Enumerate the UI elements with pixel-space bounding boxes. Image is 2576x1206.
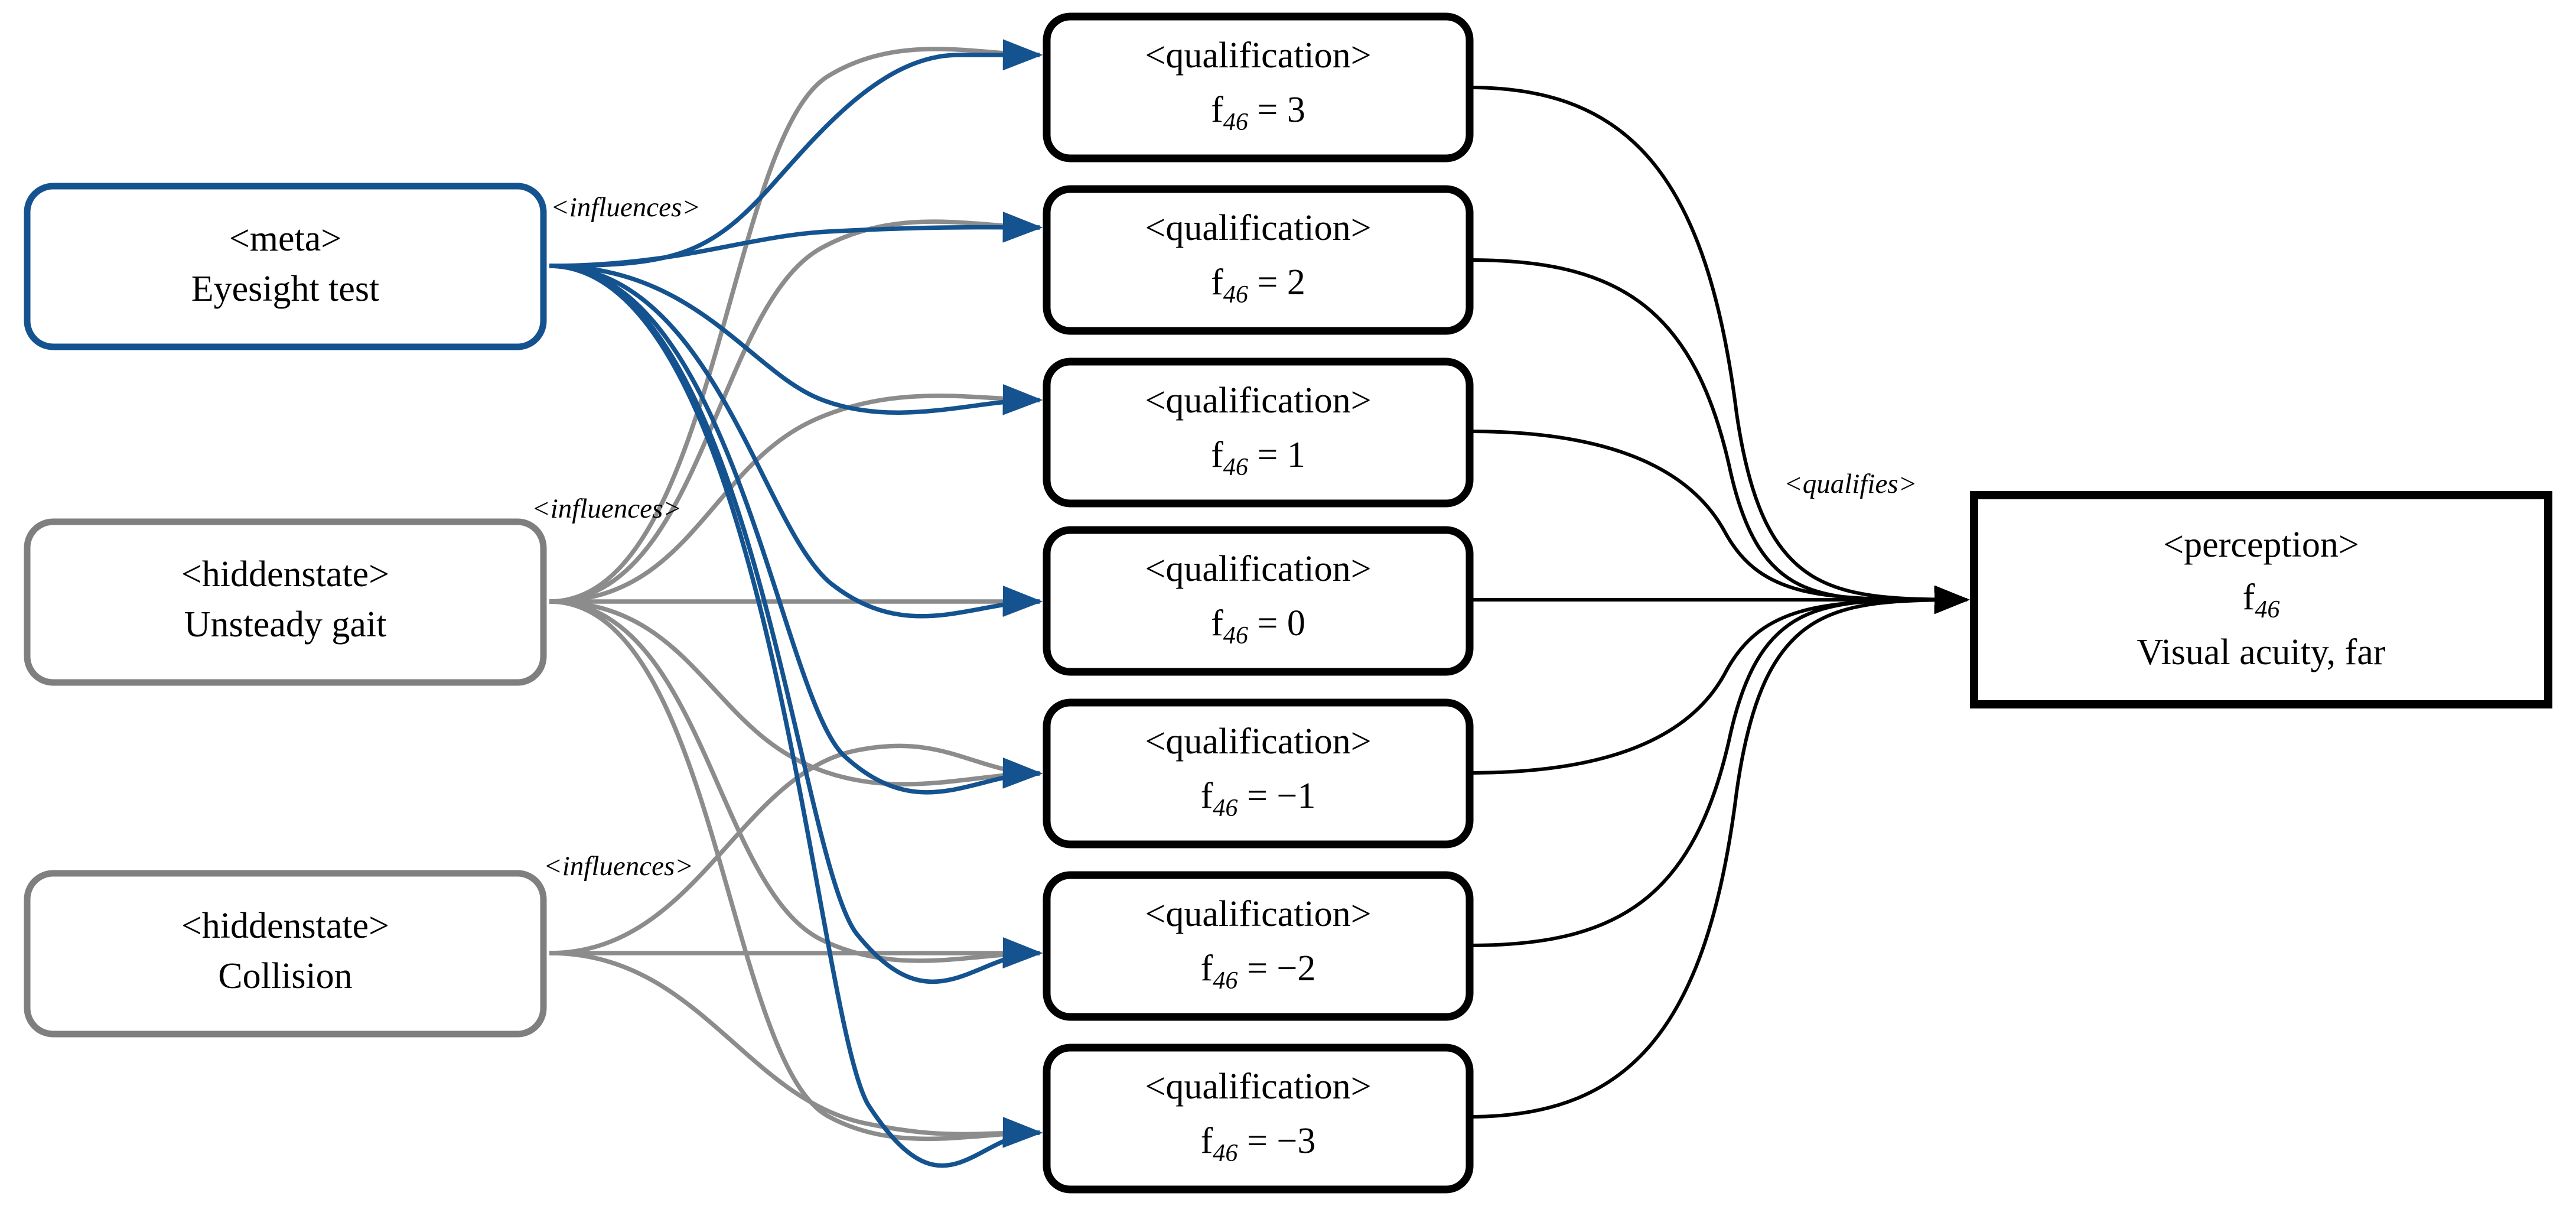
node-hiddenstate-collision[interactable]: <hiddenstate> Collision bbox=[24, 870, 547, 1038]
node-perception-symbol: f46 bbox=[2243, 577, 2280, 623]
edge-label-influences-meta: <influences> bbox=[551, 192, 701, 223]
edge-meta-to-qual-1 bbox=[549, 264, 1043, 415]
edge-gait-to-qual-3 bbox=[549, 39, 1043, 604]
node-qualification-0-expr: f46 = 0 bbox=[1211, 603, 1305, 649]
edge-meta-to-qual-0 bbox=[549, 264, 1043, 619]
node-qualification-minus-3[interactable]: <qualification> f46 = −3 bbox=[1043, 1044, 1474, 1194]
edge-qual-1-to-perception bbox=[1469, 430, 1970, 614]
edge-gait-to-qual-m3 bbox=[549, 599, 1043, 1148]
node-qualification-minus-3-type-tag: <qualification> bbox=[1145, 1067, 1371, 1107]
node-qualification-1-type-tag: <qualification> bbox=[1145, 381, 1371, 421]
node-perception-f46[interactable]: <perception> f46 Visual acuity, far bbox=[1970, 491, 2552, 708]
node-qualification-3[interactable]: <qualification> f46 = 3 bbox=[1043, 12, 1474, 162]
node-perception-label: Visual acuity, far bbox=[2137, 632, 2386, 672]
node-qualification-0-type-tag: <qualification> bbox=[1145, 549, 1371, 589]
node-meta-type-tag: <meta> bbox=[229, 219, 341, 259]
node-qualification-2-box[interactable] bbox=[1043, 185, 1474, 335]
edge-group-unsteady-gait-influences bbox=[549, 39, 1043, 1148]
node-qualification-2[interactable]: <qualification> f46 = 2 bbox=[1043, 185, 1474, 335]
node-qualification-1[interactable]: <qualification> f46 = 1 bbox=[1043, 357, 1474, 508]
node-collision-type-tag: <hiddenstate> bbox=[181, 906, 389, 946]
node-qualification-minus-2-type-tag: <qualification> bbox=[1145, 894, 1371, 934]
node-qualification-0-box[interactable] bbox=[1043, 526, 1474, 676]
node-qualification-minus-1[interactable]: <qualification> f46 = −1 bbox=[1043, 698, 1474, 849]
node-perception-type-tag: <perception> bbox=[2163, 525, 2359, 565]
node-collision-label: Collision bbox=[218, 956, 352, 996]
node-qualification-3-expr: f46 = 3 bbox=[1211, 90, 1305, 135]
edge-qual-m2-to-perception bbox=[1469, 586, 1970, 947]
node-meta-eyesight-test[interactable]: <meta> Eyesight test bbox=[24, 183, 547, 350]
node-qualification-minus-2-box[interactable] bbox=[1043, 871, 1474, 1021]
edge-meta-to-qual-2 bbox=[549, 212, 1043, 268]
edge-label-influences-unsteady-gait: <influences> bbox=[532, 493, 682, 524]
node-unsteady-gait-type-tag: <hiddenstate> bbox=[181, 554, 389, 594]
node-qualification-minus-1-box[interactable] bbox=[1043, 698, 1474, 849]
node-qualification-minus-3-box[interactable] bbox=[1043, 1044, 1474, 1194]
edge-gait-to-qual-2 bbox=[549, 212, 1043, 604]
node-qualification-2-type-tag: <qualification> bbox=[1145, 208, 1371, 248]
edge-collision-to-qual-m3 bbox=[549, 951, 1043, 1148]
node-perception-box[interactable] bbox=[1970, 491, 2552, 708]
node-qualification-1-box[interactable] bbox=[1043, 357, 1474, 508]
node-qualification-3-type-tag: <qualification> bbox=[1145, 35, 1371, 76]
node-collision-box[interactable] bbox=[24, 870, 547, 1038]
node-meta-eyesight-test-box[interactable] bbox=[24, 183, 547, 350]
edge-meta-to-qual-m2 bbox=[549, 264, 1043, 984]
node-qualification-minus-2[interactable]: <qualification> f46 = −2 bbox=[1043, 871, 1474, 1021]
edge-meta-to-qual-m3 bbox=[549, 264, 1043, 1168]
node-unsteady-gait-label: Unsteady gait bbox=[184, 604, 387, 645]
node-hiddenstate-unsteady-gait[interactable]: <hiddenstate> Unsteady gait bbox=[24, 518, 547, 686]
edge-qual-3-to-perception bbox=[1469, 86, 1970, 614]
edge-gait-to-qual-1 bbox=[549, 384, 1043, 604]
node-meta-label: Eyesight test bbox=[191, 269, 380, 309]
edge-qual-m1-to-perception bbox=[1469, 586, 1970, 775]
node-qualification-1-expr: f46 = 1 bbox=[1211, 435, 1305, 480]
edge-label-influences-collision: <influences> bbox=[543, 851, 693, 882]
edge-meta-to-qual-m1 bbox=[549, 264, 1043, 795]
node-qualification-2-expr: f46 = 2 bbox=[1211, 262, 1305, 308]
qualification-node-list: <qualification> f46 = 3 <qualification> … bbox=[1043, 12, 1474, 1194]
node-qualification-0[interactable]: <qualification> f46 = 0 bbox=[1043, 526, 1474, 676]
edge-label-qualifies: <qualifies> bbox=[1784, 469, 1917, 499]
node-qualification-minus-1-type-tag: <qualification> bbox=[1145, 721, 1371, 762]
edge-group-meta-influences bbox=[549, 39, 1043, 1168]
edge-gait-to-qual-m2 bbox=[549, 599, 1043, 968]
node-qualification-minus-1-expr: f46 = −1 bbox=[1201, 776, 1316, 821]
edge-qual-m3-to-perception bbox=[1469, 586, 1970, 1119]
node-qualification-minus-3-expr: f46 = −3 bbox=[1201, 1121, 1316, 1166]
node-qualification-3-box[interactable] bbox=[1043, 12, 1474, 162]
node-unsteady-gait-box[interactable] bbox=[24, 518, 547, 686]
node-qualification-minus-2-expr: f46 = −2 bbox=[1201, 948, 1316, 994]
edge-group-qualifies bbox=[1469, 86, 1970, 1119]
